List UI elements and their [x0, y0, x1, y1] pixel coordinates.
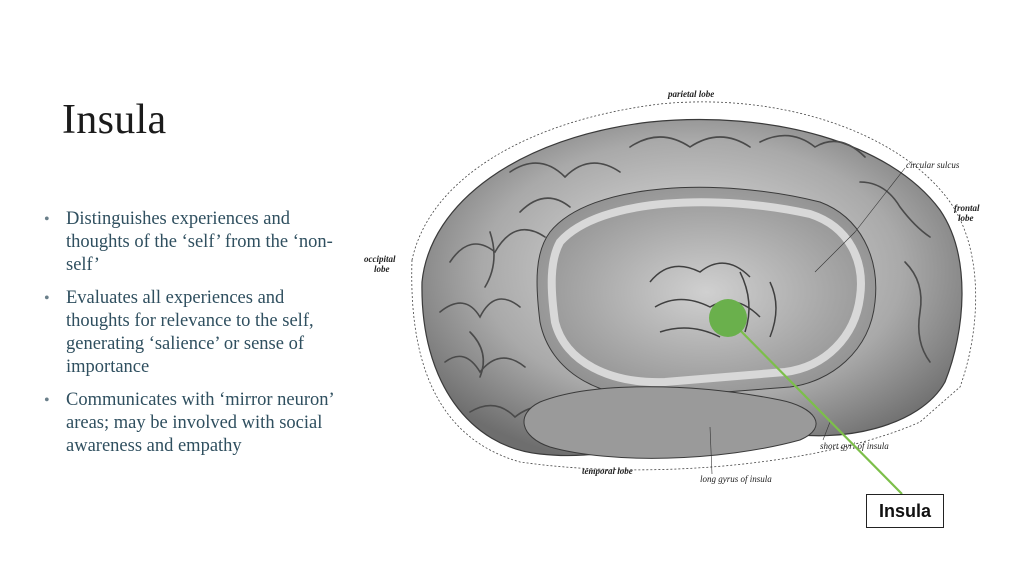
label-long-gyrus: long gyrus of insula — [700, 474, 772, 484]
callout-line — [727, 317, 903, 495]
label-frontal-lobe-1: frontal — [954, 203, 980, 213]
slide-title: Insula — [62, 97, 167, 143]
bullet-dot-icon: • — [44, 392, 50, 409]
leader-lines — [709, 167, 906, 475]
dashed-outline — [411, 101, 977, 471]
bullet-text: Evaluates all experiences and thoughts f… — [66, 288, 314, 377]
label-circular-sulcus: circular sulcus — [906, 160, 960, 170]
bullet-item: • Communicates with ‘mirror neuron’ area… — [44, 389, 344, 458]
brain-illustration: parietal lobe circular sulcus frontal lo… — [364, 89, 980, 495]
insula-callout-box: Insula — [866, 494, 944, 528]
insula-marker — [709, 299, 747, 337]
bullet-text: Communicates with ‘mirror neuron’ areas;… — [66, 390, 334, 456]
bullet-list: • Distinguishes experiences and thoughts… — [44, 208, 344, 468]
bullet-item: • Evaluates all experiences and thoughts… — [44, 287, 344, 379]
bullet-dot-icon: • — [44, 290, 50, 307]
label-occipital-lobe-1: occipital — [364, 254, 396, 264]
inner-region — [536, 186, 877, 398]
temporal-lobe — [523, 386, 817, 459]
bullet-dot-icon: • — [44, 211, 50, 228]
insula-gyri — [649, 262, 777, 338]
bullet-text: Distinguishes experiences and thoughts o… — [66, 209, 333, 275]
bullet-item: • Distinguishes experiences and thoughts… — [44, 208, 344, 277]
white-matter-band — [547, 198, 865, 387]
gyri-texture — [439, 134, 931, 419]
label-frontal-lobe-2: lobe — [958, 213, 974, 223]
label-temporal-lobe: temporal lobe — [582, 466, 633, 476]
label-occipital-lobe-2: lobe — [374, 264, 390, 274]
label-parietal-lobe: parietal lobe — [667, 89, 714, 99]
